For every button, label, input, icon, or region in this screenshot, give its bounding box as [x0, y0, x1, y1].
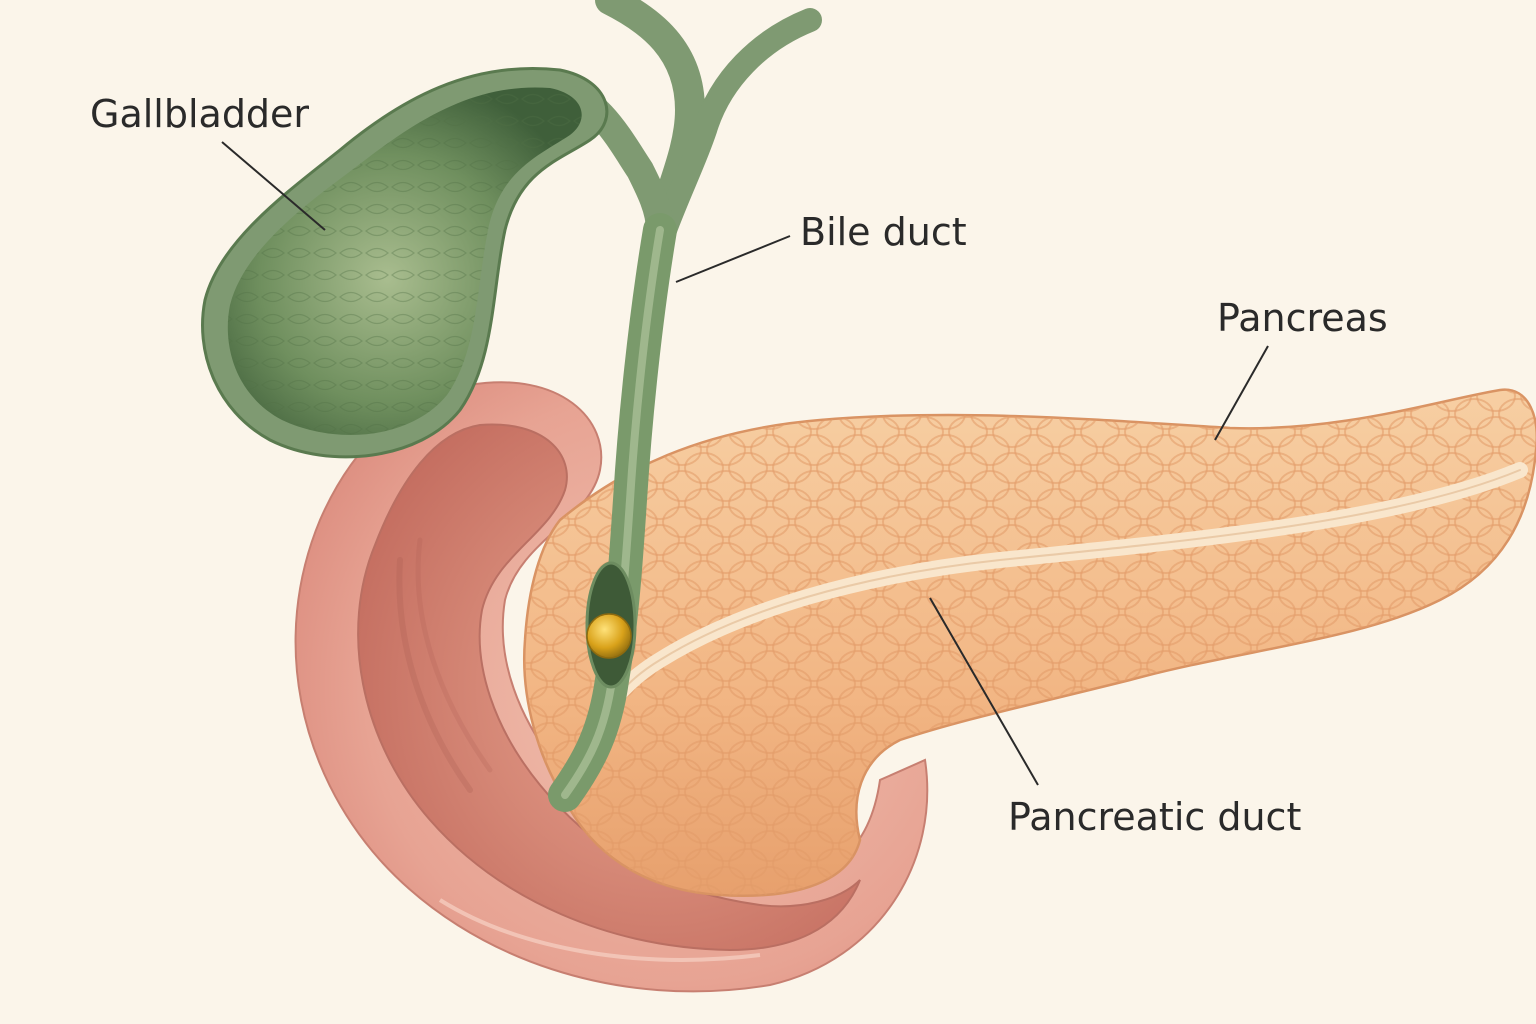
pancreas-body — [523, 388, 1536, 897]
label-bile-duct: Bile duct — [800, 210, 967, 254]
duodenum — [294, 381, 929, 993]
label-pancreas: Pancreas — [1217, 296, 1388, 340]
label-gallbladder: Gallbladder — [90, 92, 310, 136]
bile-duct — [541, 0, 822, 812]
leader-line-pancreatic-duct — [929, 597, 1039, 786]
gallbladder-organ — [201, 67, 609, 459]
gallstone — [586, 613, 632, 659]
leader-lines — [221, 141, 1269, 786]
leader-line-bile-duct — [675, 235, 791, 283]
leader-line-pancreas — [1214, 345, 1269, 441]
label-pancreatic-duct: Pancreatic duct — [1008, 795, 1302, 839]
leader-line-gallbladder — [221, 141, 326, 231]
